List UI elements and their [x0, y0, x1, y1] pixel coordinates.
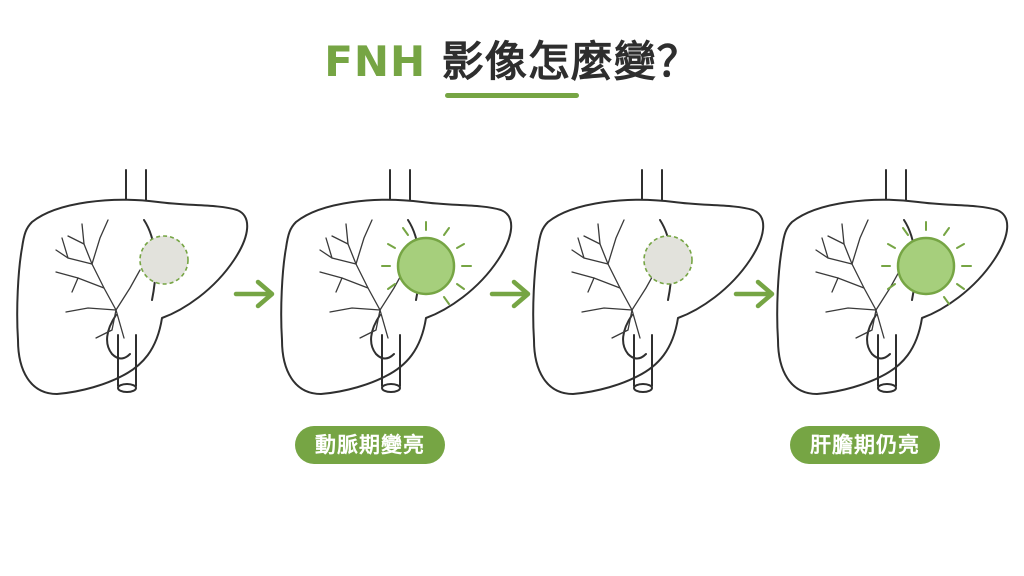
page-title: FNH 影像怎麼變？	[0, 28, 1024, 89]
arrow-right-icon	[732, 274, 778, 314]
arterial-phase-label: 動脈期變亮	[295, 426, 445, 464]
arrow-right-icon	[232, 274, 278, 314]
arrow-right-icon	[488, 274, 534, 314]
liver-stage-2	[276, 160, 526, 410]
liver-outline-icon	[280, 169, 513, 395]
liver-outline-icon	[776, 169, 1009, 395]
liver-outline-icon	[16, 169, 249, 395]
liver-stage-4	[772, 160, 1022, 410]
lesion-marker	[396, 236, 456, 296]
vessel-branches-icon	[815, 219, 901, 339]
title-text: 影像怎麼變？	[426, 37, 700, 86]
lesion-marker	[896, 236, 956, 296]
hepatobiliary-phase-label: 肝膽期仍亮	[790, 426, 940, 464]
glow-rays-icon	[381, 221, 472, 305]
liver-stage-1	[12, 160, 262, 410]
liver-stage-3	[528, 160, 778, 410]
lesion-marker	[643, 235, 693, 285]
glow-rays-icon	[881, 221, 972, 305]
vessel-branches-icon	[319, 219, 405, 339]
title-brand: FNH	[324, 37, 427, 86]
title-underline	[445, 93, 579, 98]
vessel-branches-icon	[55, 219, 141, 339]
lesion-marker	[139, 235, 189, 285]
liver-outline-icon	[532, 169, 765, 395]
